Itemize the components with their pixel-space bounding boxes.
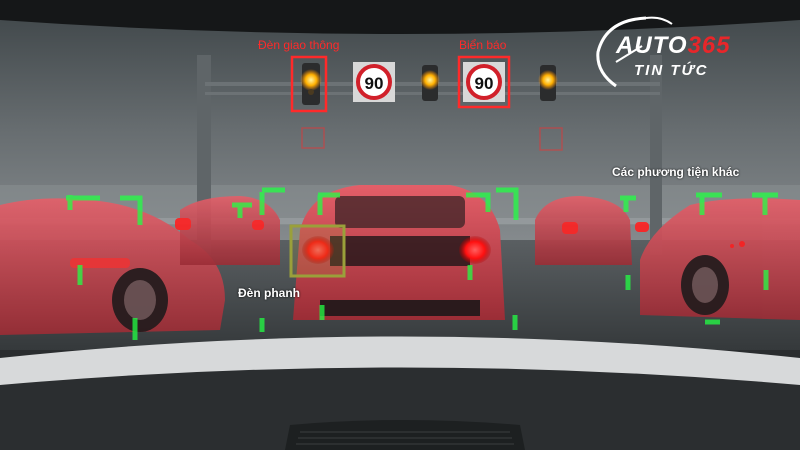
logo-wordmark: AUTO365 [616, 32, 731, 59]
gantry-pole-right [650, 55, 662, 255]
detection-brackets [66, 187, 778, 340]
dashboard-vent [285, 420, 525, 450]
car-left [0, 198, 225, 335]
speed-limit-number: 90 [365, 74, 384, 93]
traffic-light-1 [300, 63, 322, 105]
windshield-top-frame [0, 0, 800, 34]
traffic-light-3 [538, 65, 558, 101]
speed-sign-2 [463, 62, 505, 102]
speed-limit-number: 90 [475, 74, 494, 93]
other-vehicles-label: Các phương tiện khác [612, 165, 740, 179]
sign-highlight [457, 55, 511, 109]
logo-subtitle: TIN TỨC [634, 62, 709, 79]
car-far-right [535, 196, 649, 265]
car-right [640, 198, 800, 320]
reflection [539, 127, 563, 151]
brake-light-box [289, 224, 346, 278]
speed-sign-1 [353, 62, 395, 102]
vent-lines [296, 431, 514, 445]
traffic-light-label: Đèn giao thông [258, 38, 340, 52]
traffic-light-highlight [290, 55, 328, 113]
logo-swoosh-icon [596, 16, 673, 88]
brake-light-label: Đèn phanh [238, 286, 300, 300]
traffic-light-2 [420, 65, 440, 101]
car-far-left [175, 196, 280, 265]
dashboard [0, 367, 800, 450]
sign-label: Biển báo [459, 38, 507, 52]
auto365-logo: AUTO365 TIN TỨC [586, 10, 786, 100]
car-center [293, 185, 505, 320]
reflection [301, 127, 325, 149]
